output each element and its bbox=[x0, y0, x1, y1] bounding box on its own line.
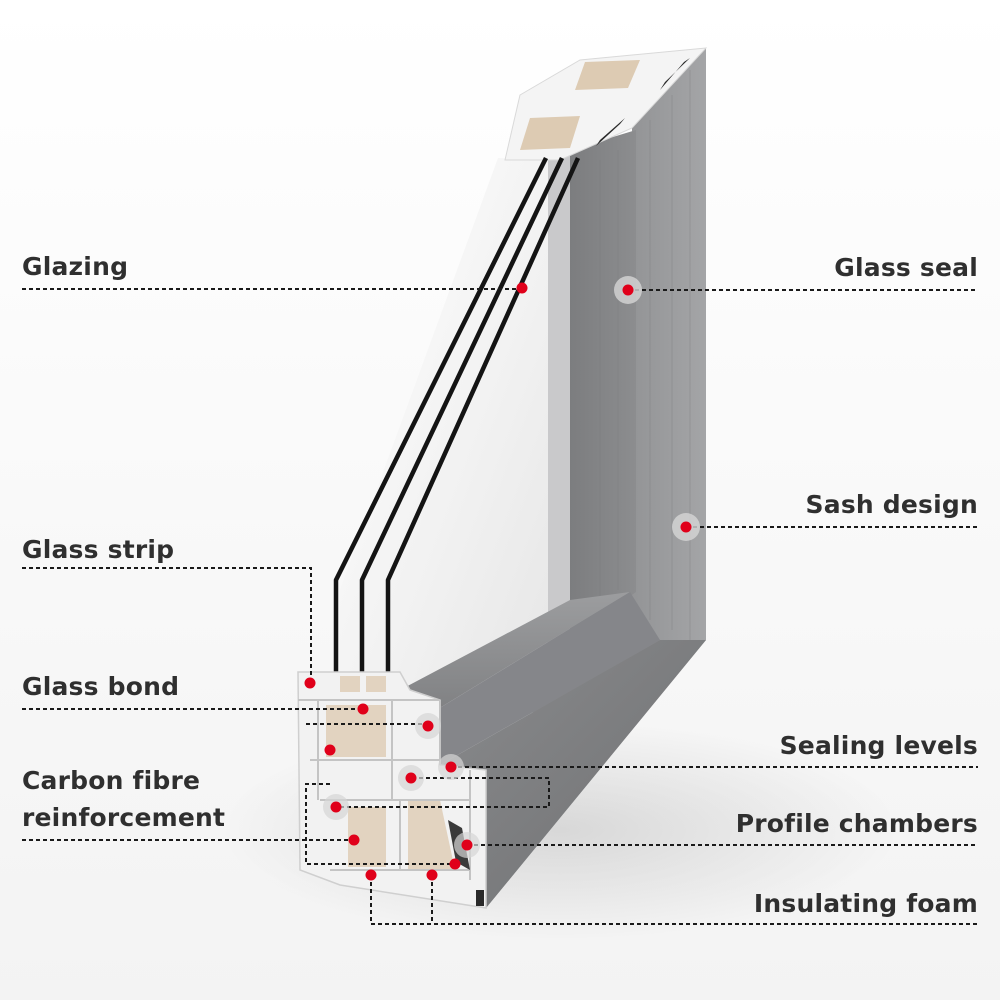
sill-face bbox=[440, 640, 706, 908]
top-reinforcement-2 bbox=[520, 116, 580, 150]
label-profile-chambers: Profile chambers bbox=[735, 809, 978, 838]
sill-top bbox=[400, 592, 630, 720]
marker-carbon-fibre-1 bbox=[324, 744, 336, 756]
marker-glass-strip bbox=[304, 677, 316, 689]
marker-glass-bond bbox=[357, 703, 369, 715]
glass-spacer-2 bbox=[366, 676, 386, 692]
glass-spacer-1 bbox=[340, 676, 360, 692]
markers bbox=[304, 276, 700, 881]
upper-reinforcement bbox=[326, 705, 386, 757]
brushed-texture bbox=[599, 70, 691, 640]
leader-sealing-levels-2 bbox=[335, 777, 550, 808]
label-insulating-foam: Insulating foam bbox=[753, 889, 978, 918]
label-glass-seal: Glass seal bbox=[834, 253, 978, 282]
label-glass-strip: Glass strip bbox=[22, 535, 175, 564]
leader-glass-strip bbox=[22, 567, 312, 682]
marker-insulating-foam-2 bbox=[426, 869, 438, 881]
marker-profile-chambers-2 bbox=[449, 858, 461, 870]
label-carbon-fibre-line2: reinforcement bbox=[22, 803, 226, 832]
leader-insulating-foam bbox=[370, 875, 978, 925]
label-glass-bond: Glass bond bbox=[22, 672, 180, 701]
bottom-drip bbox=[476, 890, 484, 906]
label-sash-design: Sash design bbox=[805, 490, 978, 519]
marker-sealing-levels-1 bbox=[445, 761, 457, 773]
label-glazing: Glazing bbox=[22, 252, 129, 281]
top-seal-dark-2 bbox=[596, 118, 625, 146]
chamber-walls bbox=[298, 699, 471, 880]
marker-glass-seal bbox=[622, 284, 634, 296]
glass-pane-line-1 bbox=[333, 156, 549, 680]
marker-carbon-fibre-2 bbox=[348, 834, 360, 846]
marker-glass-bond-2 bbox=[422, 720, 434, 732]
marker-glazing bbox=[516, 282, 528, 294]
marker-sealing-levels-3 bbox=[330, 801, 342, 813]
label-sealing-levels: Sealing levels bbox=[779, 731, 978, 760]
lower-reinforcement-2 bbox=[408, 800, 455, 870]
marker-insulating-foam-1 bbox=[365, 869, 377, 881]
marker-profile-chambers bbox=[461, 839, 473, 851]
triple-glazing bbox=[333, 156, 581, 680]
window-illustration bbox=[297, 47, 708, 909]
glazing-bead bbox=[548, 150, 570, 655]
glass-pane-line-3 bbox=[385, 157, 581, 680]
glass-pane-line-2 bbox=[359, 157, 565, 680]
marker-sealing-levels-2 bbox=[405, 772, 417, 784]
leader-lines bbox=[22, 288, 978, 925]
label-carbon-fibre-line1: Carbon fibre bbox=[22, 766, 201, 795]
inner-sash-face bbox=[570, 130, 636, 640]
leader-carbon-fibre-box bbox=[305, 783, 455, 865]
sill-top-2 bbox=[420, 592, 660, 765]
marker-sash-design bbox=[680, 521, 692, 533]
top-reinforcement-1 bbox=[575, 60, 640, 90]
